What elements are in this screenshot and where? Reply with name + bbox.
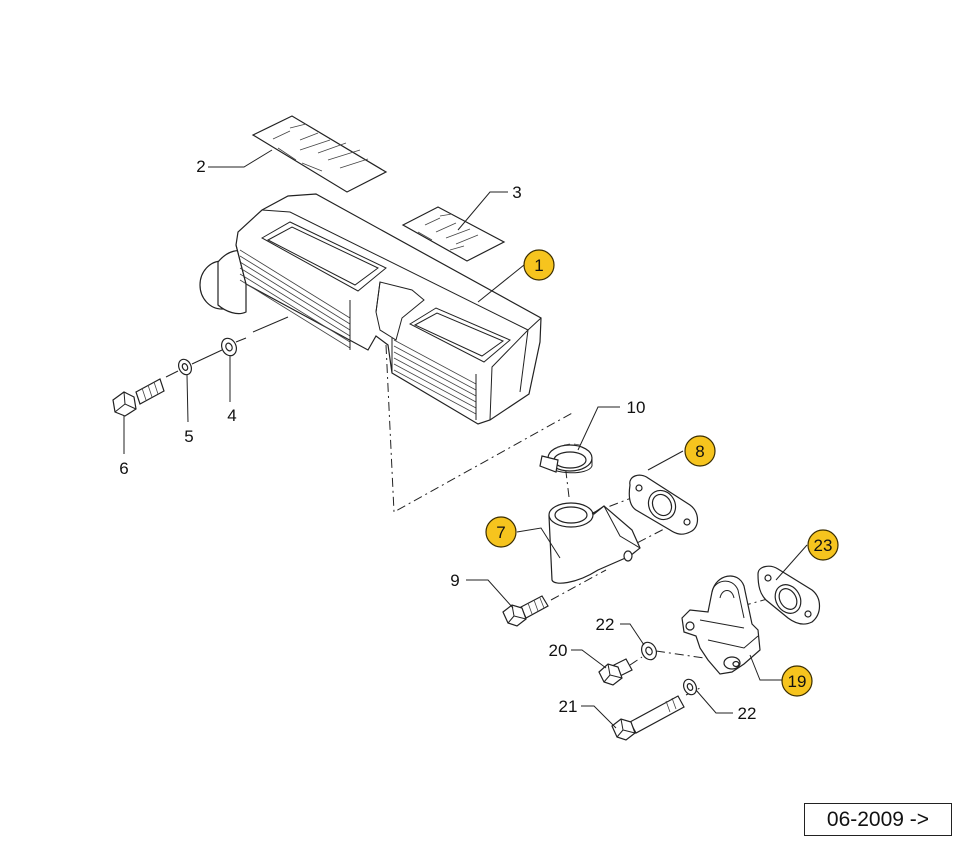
- callout-20: 20: [549, 641, 568, 660]
- callout-label: 23: [814, 536, 833, 555]
- washer-22-lower: [682, 678, 698, 696]
- bolt-21: [611, 695, 685, 741]
- callout-2: 2: [196, 157, 205, 176]
- callout-label: 7: [496, 523, 505, 542]
- assembly-line-gasket-23: [741, 594, 783, 607]
- assembly-line-gasket-8b: [603, 526, 669, 561]
- assembly-line-bolt-9: [550, 569, 607, 601]
- callout-label: 19: [788, 672, 807, 691]
- callout-19: 19: [781, 665, 813, 697]
- callout-22-lower: 22: [738, 704, 757, 723]
- version-tag: 06-2009 ->: [804, 803, 952, 836]
- washer-4: [221, 337, 237, 357]
- callout-7: 7: [485, 516, 517, 548]
- bolt-axis-line-2: [235, 337, 247, 343]
- bolt-20: [598, 658, 633, 686]
- washer-22-upper: [641, 641, 657, 661]
- gasket-8: [628, 474, 699, 535]
- assembly-line-bolt-20: [629, 656, 643, 666]
- callout-4: 4: [227, 406, 236, 425]
- air-filter-housing: [199, 193, 542, 425]
- callout-1: 1: [523, 249, 555, 281]
- intake-elbow-7: [548, 502, 641, 584]
- callout-21: 21: [559, 697, 578, 716]
- callout-3: 3: [512, 183, 521, 202]
- intake-elbow-19: [681, 575, 761, 675]
- callout-label: 8: [695, 442, 704, 461]
- decal-small: [401, 206, 506, 262]
- callout-9: 9: [450, 571, 459, 590]
- callout-label: 1: [534, 256, 543, 275]
- gasket-23: [757, 565, 821, 625]
- bolt-axis-line-3: [165, 370, 179, 378]
- callout-5: 5: [184, 427, 193, 446]
- leader-lines: [123, 149, 808, 729]
- hose-clamp-10: [539, 443, 593, 474]
- callout-8: 8: [684, 435, 716, 467]
- bolt-6: [112, 378, 165, 417]
- lock-washer-5: [177, 358, 193, 376]
- decal-large: [251, 115, 388, 193]
- bolt-axis-line: [252, 316, 289, 333]
- callout-23: 23: [807, 529, 839, 561]
- assembly-line-main: [385, 344, 575, 513]
- callout-10: 10: [627, 398, 646, 417]
- callout-22-upper: 22: [596, 615, 615, 634]
- callout-6: 6: [119, 459, 128, 478]
- bolt-axis-line-4: [191, 349, 223, 365]
- bolt-9: [502, 595, 549, 627]
